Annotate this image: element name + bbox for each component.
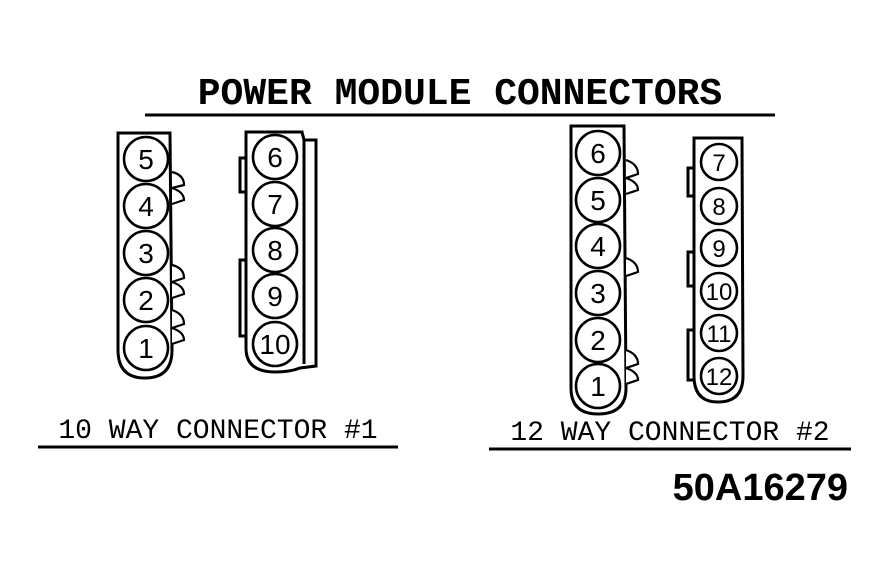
connector-2-latch: [625, 176, 640, 196]
pin-number: 6: [590, 138, 606, 169]
connector-1-pin: 10: [251, 320, 299, 368]
connector-1-latch: [171, 186, 186, 206]
connector-1-label: 10 WAY CONNECTOR #1: [58, 416, 377, 447]
connector-1-pin: 3: [122, 229, 170, 277]
pin-number: 11: [707, 321, 732, 348]
connector-1-latch: [171, 263, 186, 284]
pin-number: 6: [267, 142, 283, 173]
connector-1-pin: 7: [251, 180, 299, 228]
connector-2-pin: 3: [574, 269, 622, 317]
pin-number: 10: [706, 279, 733, 306]
connector-1-pin: 8: [251, 226, 299, 274]
pin-number: 4: [590, 231, 606, 262]
pin-number: 4: [138, 191, 154, 222]
connector-2-latch: [625, 348, 640, 370]
pin-number: 3: [590, 278, 606, 309]
connector-1-right-notch: [238, 156, 246, 194]
connector-2-latch: [625, 366, 640, 386]
pin-number: 8: [267, 235, 283, 266]
connector-1-latch: [171, 326, 186, 346]
connector-1: 5 4 3 2 1 6 7 8: [38, 130, 398, 449]
diagram-title: POWER MODULE CONNECTORS: [198, 73, 723, 116]
connector-1-right-notch: [238, 258, 246, 338]
connector-2-pin: 10: [699, 271, 739, 311]
connector-1-latch: [171, 170, 186, 190]
connector-2-pin: 6: [574, 129, 622, 177]
pin-number: 2: [590, 325, 606, 356]
connector-2-latch: [625, 158, 640, 180]
pin-number: 9: [267, 281, 283, 312]
connector-2-right-notch: [686, 166, 694, 198]
connector-1-pin: 1: [122, 324, 170, 372]
pin-number: 10: [259, 329, 290, 360]
pin-number: 7: [267, 189, 283, 220]
connector-2-pin: 1: [574, 362, 622, 410]
pin-number: 5: [590, 185, 606, 216]
connector-2-label: 12 WAY CONNECTOR #2: [510, 418, 829, 449]
pin-number: 5: [138, 144, 154, 175]
connector-2-pin: 4: [574, 222, 622, 270]
connector-2-right-notch: [686, 250, 694, 288]
connector-2: 6 5 4 3 2 1 7 8: [489, 124, 851, 451]
connector-1-latch: [171, 280, 186, 300]
pin-number: 2: [138, 285, 154, 316]
connector-1-pin: 5: [122, 135, 170, 183]
connector-2-pin: 2: [574, 316, 622, 364]
connector-2-latch: [625, 256, 640, 278]
connector-1-pin: 6: [251, 133, 299, 181]
pin-number: 9: [712, 236, 725, 263]
connector-1-pin: 2: [122, 276, 170, 324]
connector-2-pin: 9: [699, 228, 739, 268]
connector-2-right-notch: [686, 328, 694, 382]
connector-1-pin: 9: [251, 272, 299, 320]
connector-1-pin: 4: [122, 182, 170, 230]
connector-2-pin: 12: [699, 356, 739, 396]
connector-1-latch: [171, 308, 186, 330]
connector-2-pin: 7: [699, 142, 739, 182]
pin-number: 7: [712, 150, 725, 177]
connector-2-pin: 8: [699, 186, 739, 226]
pin-number: 1: [138, 333, 154, 364]
connector-2-pin: 11: [699, 313, 739, 353]
pin-number: 8: [712, 194, 725, 221]
pin-number: 1: [590, 371, 606, 402]
pin-number: 12: [706, 364, 733, 391]
figure-id: 50A16279: [673, 467, 848, 509]
connector-2-pin: 5: [574, 176, 622, 224]
pin-number: 3: [138, 238, 154, 269]
